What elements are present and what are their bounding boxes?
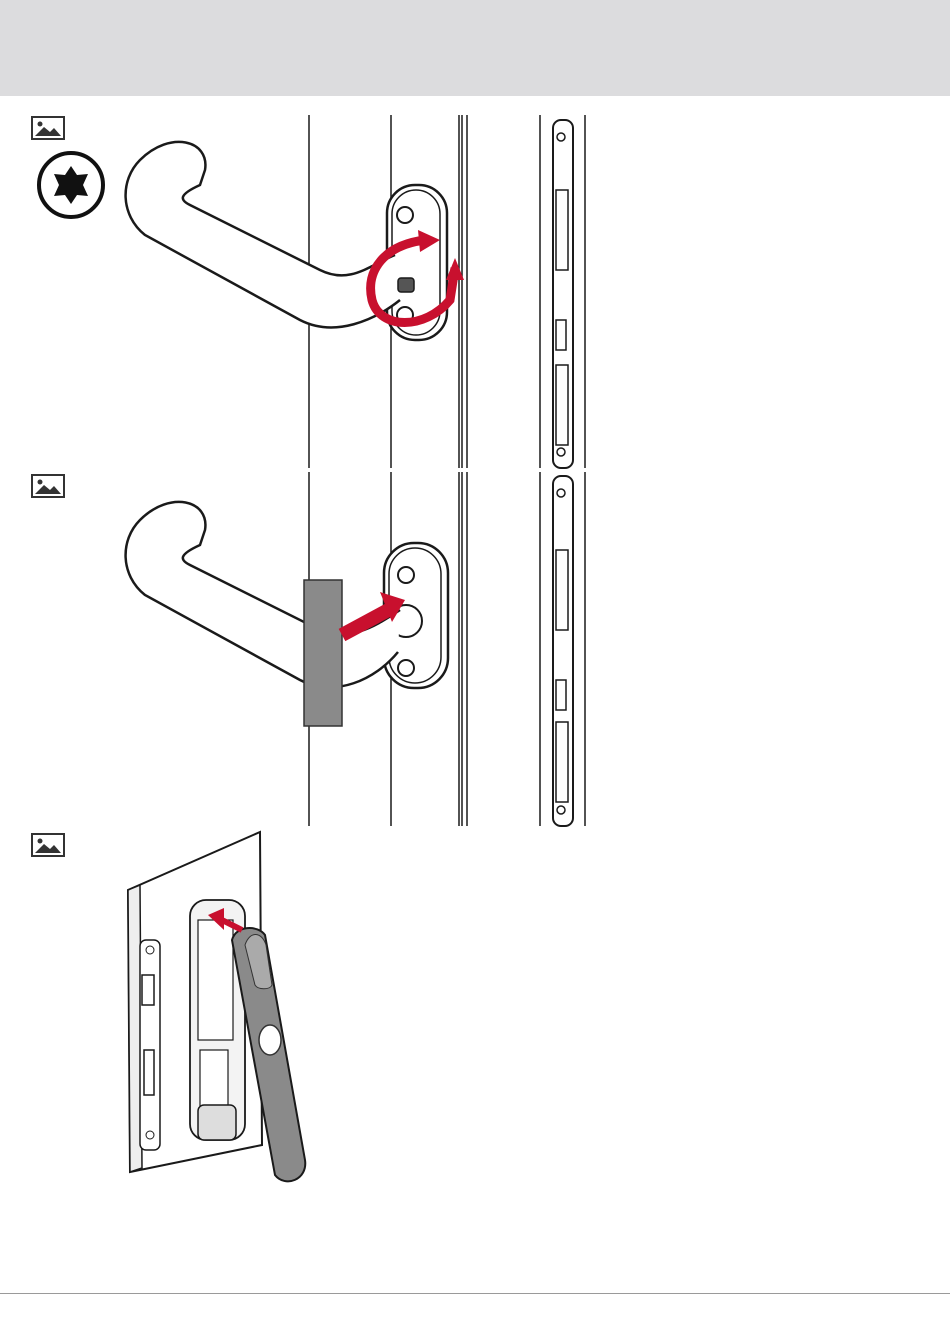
- pull-handle-off-illustration: [100, 470, 600, 830]
- image-icon: [31, 833, 65, 857]
- rotate-handle-illustration: [100, 110, 600, 470]
- image-icon: [31, 116, 65, 140]
- image-icon: [31, 474, 65, 498]
- torx-star-icon: [36, 150, 106, 220]
- footer-rule: [0, 1293, 950, 1294]
- header-band: [0, 0, 950, 96]
- insert-electronic-handle-illustration: [120, 825, 320, 1190]
